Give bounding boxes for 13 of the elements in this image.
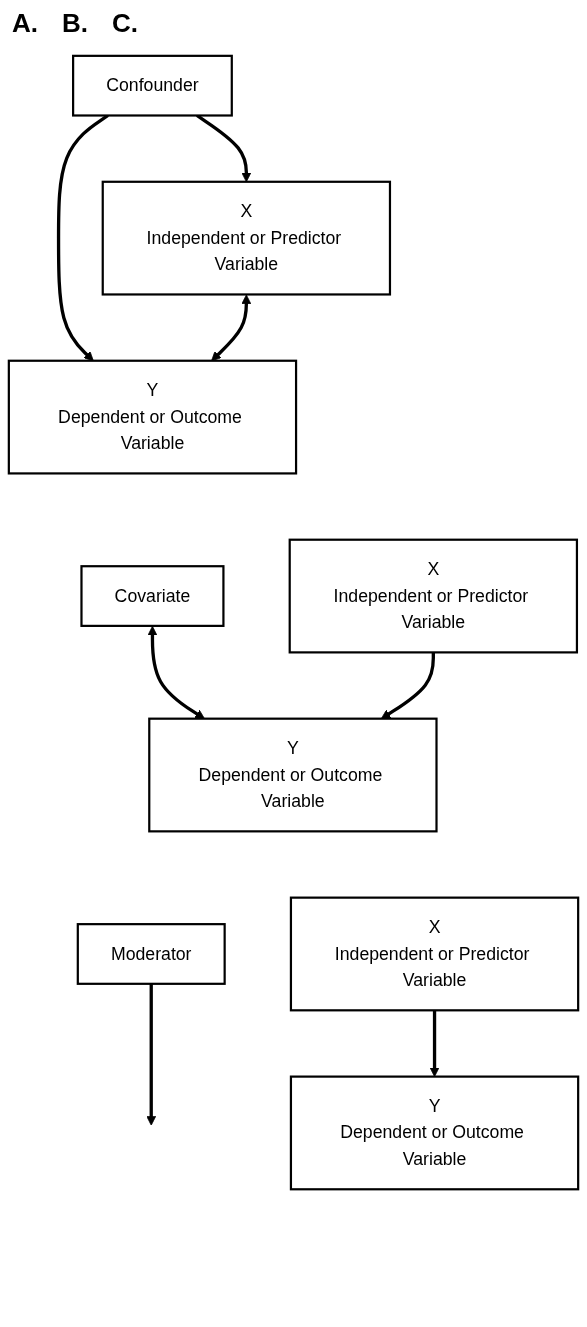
node-box: Covariate [80,565,225,627]
node-box: Y Dependent or Outcome Variable [148,717,438,833]
node-box: X Independent or Predictor Variable [101,180,392,296]
node-box: Confounder [72,54,233,117]
node-box: Y Dependent or Outcome Variable [7,359,298,475]
node-box: Y Dependent or Outcome Variable [289,1075,580,1191]
node-box: Moderator [76,923,226,985]
node-box: X Independent or Predictor Variable [289,896,580,1012]
arrow [146,983,157,1126]
panel-letter: B. [62,8,88,39]
panel-letter: A. [12,8,38,39]
panel-letter: C. [112,8,138,39]
node-box: X Independent or Predictor Variable [288,538,579,654]
